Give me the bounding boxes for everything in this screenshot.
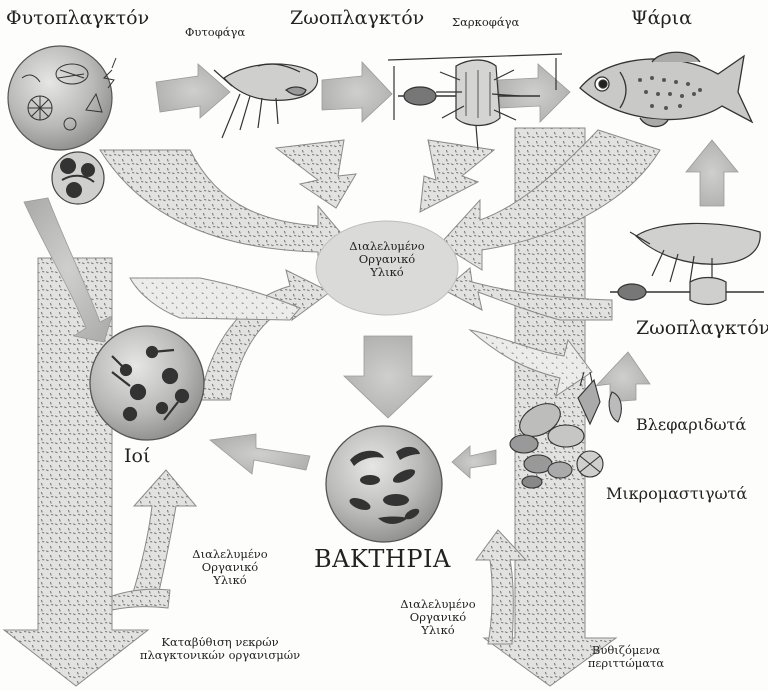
carnivores-label: Σαρκοφάγα xyxy=(452,16,519,29)
ciliates-label: Βλεφαριδωτά xyxy=(636,416,746,434)
sinking-dead-arrow xyxy=(4,258,148,686)
arrow-left-dom-up xyxy=(112,470,196,610)
herbivore-copepod xyxy=(214,64,318,138)
zooplankton-top-label: Ζωοπλαγκτόν xyxy=(290,8,424,30)
phytoplankton-illustration xyxy=(8,46,116,204)
arrow-carnivore-to-dom xyxy=(420,140,494,212)
fish-illustration xyxy=(580,52,752,126)
sinking-feces-label: Βυθιζόμενα περιττώματα xyxy=(586,644,666,670)
zooplankton-right-illustration xyxy=(610,223,764,304)
bacteria-illustration xyxy=(326,426,442,542)
viruses-illustration xyxy=(90,326,204,440)
bacteria-label: ΒΑΚΤΗΡΙΑ xyxy=(314,546,451,574)
viruses-label: Ιοί xyxy=(124,446,150,468)
sinking-dead-label: Καταβύθιση νεκρών πλαγκτονικών οργανισμώ… xyxy=(126,636,314,662)
fish-label: Ψάρια xyxy=(631,8,692,30)
herbivores-label: Φυτοφάγα xyxy=(185,26,245,39)
microflagellates-label: Μικρομαστιγωτά xyxy=(606,485,747,503)
dom-bottom-label: Διαλελυμένο Οργανικό Υλικό xyxy=(388,598,488,638)
arrow-left-dom-loop xyxy=(130,278,300,320)
arrow-herbivore-to-dom xyxy=(276,140,356,208)
dom-center-label: Διαλελυμένο Οργανικό Υλικό xyxy=(337,240,437,280)
zooplankton-right-label: Ζωοπλαγκτόν xyxy=(636,318,768,340)
dom-left-label: Διαλελυμένο Οργανικό Υλικό xyxy=(180,548,280,588)
phytoplankton-label: Φυτοπλαγκτόν xyxy=(6,8,149,30)
